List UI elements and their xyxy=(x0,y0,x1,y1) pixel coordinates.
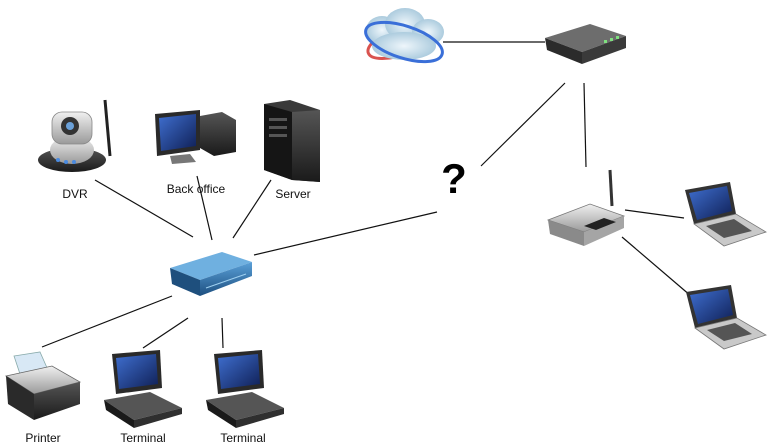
link-router-laptop-2 xyxy=(621,236,692,297)
label-server: Server xyxy=(275,187,310,201)
link-backoffice-switch xyxy=(196,175,213,241)
label-terminal-2: Terminal xyxy=(220,431,265,445)
link-switch-terminal-1 xyxy=(142,317,189,349)
terminal-computer-icon xyxy=(206,350,284,428)
link-modem-wireless-router xyxy=(583,82,587,168)
wireless-router-icon xyxy=(546,169,626,246)
laptop-icon xyxy=(686,285,767,350)
connection-lines xyxy=(41,41,692,349)
link-switch-unknown xyxy=(253,211,438,256)
network-switch-icon xyxy=(170,252,252,296)
link-switch-terminal-2 xyxy=(221,317,224,349)
label-terminal-1: Terminal xyxy=(120,431,165,445)
printer-icon xyxy=(4,351,82,420)
link-switch-printer xyxy=(41,295,173,348)
laptop-icon xyxy=(685,182,767,247)
label-printer: Printer xyxy=(25,431,60,445)
link-router-laptop-1 xyxy=(624,209,685,219)
terminal-computer-icon xyxy=(104,350,182,428)
link-modem-unknown xyxy=(480,82,566,167)
internet-cloud-icon xyxy=(364,8,444,64)
server-tower-icon xyxy=(264,100,320,182)
label-dvr: DVR xyxy=(62,187,88,201)
ip-camera-icon xyxy=(38,99,112,172)
desktop-computer-icon xyxy=(155,110,236,164)
label-back-office: Back office xyxy=(167,182,226,196)
link-dvr-switch xyxy=(94,179,194,238)
link-server-switch xyxy=(232,179,272,239)
unknown-link-marker: ? xyxy=(441,155,467,202)
modem-router-icon xyxy=(545,24,626,64)
